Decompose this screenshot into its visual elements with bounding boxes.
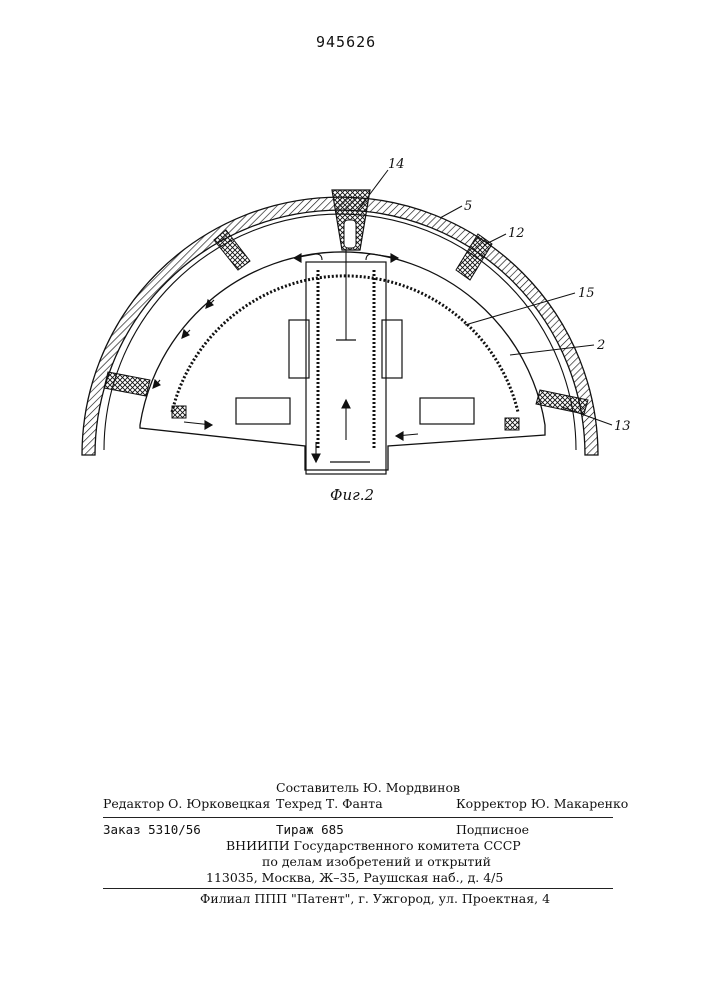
org-line-2: по делам изобретений и открытий xyxy=(262,854,491,869)
corrector-line: Корректор Ю. Макаренко xyxy=(456,796,628,811)
ref-label-2: 2 xyxy=(596,338,605,353)
address-line: 113035, Москва, Ж–35, Раушская наб., д. … xyxy=(206,870,503,885)
techred-line: Техред Т. Фанта xyxy=(276,796,383,811)
divider-bottom xyxy=(103,888,613,889)
divider-top xyxy=(103,817,613,818)
serrated-lining xyxy=(172,276,518,412)
org-line-1: ВНИИПИ Государственного комитета СССР xyxy=(226,838,521,853)
figure-caption: Фиг.2 xyxy=(330,486,374,504)
patent-number: 945626 xyxy=(316,33,376,51)
ref-label-15: 15 xyxy=(578,286,595,301)
circulation-line: Тираж 685 xyxy=(276,822,344,837)
subscription-line: Подписное xyxy=(456,822,529,837)
inner-body xyxy=(140,252,545,470)
spacer-block-left-upper xyxy=(214,230,250,270)
component-right-lower xyxy=(420,398,474,424)
seal-left xyxy=(172,406,186,418)
order-line: Заказ 5310/56 xyxy=(103,822,201,837)
component-right-upper xyxy=(382,320,402,378)
ref-label-13: 13 xyxy=(614,419,631,434)
component-left-lower xyxy=(236,398,290,424)
figure-2-svg: 14 5 12 15 2 13 Фиг.2 xyxy=(0,150,707,520)
ref-label-12: 12 xyxy=(508,226,525,241)
editor-line: Редактор О. Юрковецкая xyxy=(103,796,270,811)
ref-label-14: 14 xyxy=(388,157,405,172)
technical-drawing: 14 5 12 15 2 13 Фиг.2 xyxy=(0,150,707,520)
ref-label-5: 5 xyxy=(464,199,472,214)
seal-right xyxy=(505,418,519,430)
nozzle-slot xyxy=(344,220,356,248)
branch-line: Филиал ППП "Патент", г. Ужгород, ул. Про… xyxy=(200,891,550,906)
compiler-line: Составитель Ю. Мордвинов xyxy=(276,780,460,795)
